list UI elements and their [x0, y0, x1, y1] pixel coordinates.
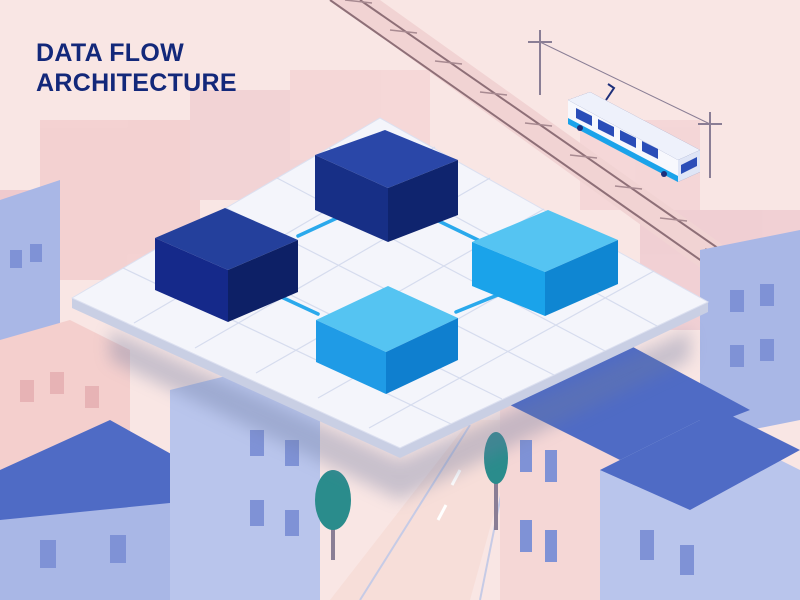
platform-shadow: [110, 330, 690, 500]
rail-track: [329, 0, 800, 340]
node-right: [472, 210, 618, 316]
building-right-group: [500, 230, 800, 600]
node-bottom: [316, 286, 458, 394]
title-line-2: ARCHITECTURE: [36, 69, 237, 97]
page-title: DATA FLOW ARCHITECTURE: [36, 38, 237, 98]
tram-icon: [568, 83, 700, 182]
title-line-1: DATA FLOW: [36, 39, 185, 67]
building-left-group: [0, 180, 320, 600]
power-pole: [528, 30, 722, 178]
node-top: [315, 130, 458, 242]
node-left: [155, 208, 298, 322]
